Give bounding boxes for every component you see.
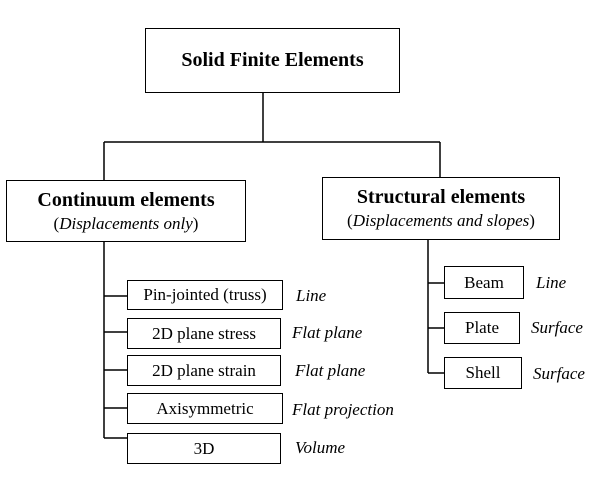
structural-item-plate: Plate <box>444 312 520 344</box>
structural-note-shell: Surface <box>533 364 585 383</box>
root-box: Solid Finite Elements <box>145 28 400 93</box>
continuum-note-axisymmetric: Flat projection <box>292 400 394 419</box>
structural-item-beam: Beam <box>444 266 524 299</box>
continuum-item-truss: Pin-jointed (truss) <box>127 280 283 310</box>
continuum-note-truss: Line <box>296 286 327 305</box>
structural-note-beam: Line <box>536 273 567 292</box>
continuum-note-plane-stress: Flat plane <box>292 323 363 342</box>
structural-box: Structural elements (Displacements and s… <box>322 177 560 240</box>
continuum-subtitle: (Displacements only) <box>53 213 199 233</box>
continuum-item-plane-stress: 2D plane stress <box>127 318 281 349</box>
continuum-note-3d: Volume <box>295 438 346 457</box>
continuum-title: Continuum elements <box>37 188 215 211</box>
continuum-item-3d: 3D <box>127 433 281 464</box>
structural-title: Structural elements <box>356 186 526 208</box>
root-label: Solid Finite Elements <box>181 49 364 71</box>
continuum-item-plane-strain: 2D plane strain <box>127 355 281 386</box>
structural-item-shell: Shell <box>444 357 522 389</box>
structural-subtitle: (Displacements and slopes) <box>347 211 535 230</box>
structural-note-plate: Surface <box>531 318 583 337</box>
continuum-box: Continuum elements (Displacements only) <box>6 180 246 242</box>
continuum-item-axisymmetric: Axisymmetric <box>127 393 283 424</box>
continuum-note-plane-strain: Flat plane <box>295 361 366 380</box>
